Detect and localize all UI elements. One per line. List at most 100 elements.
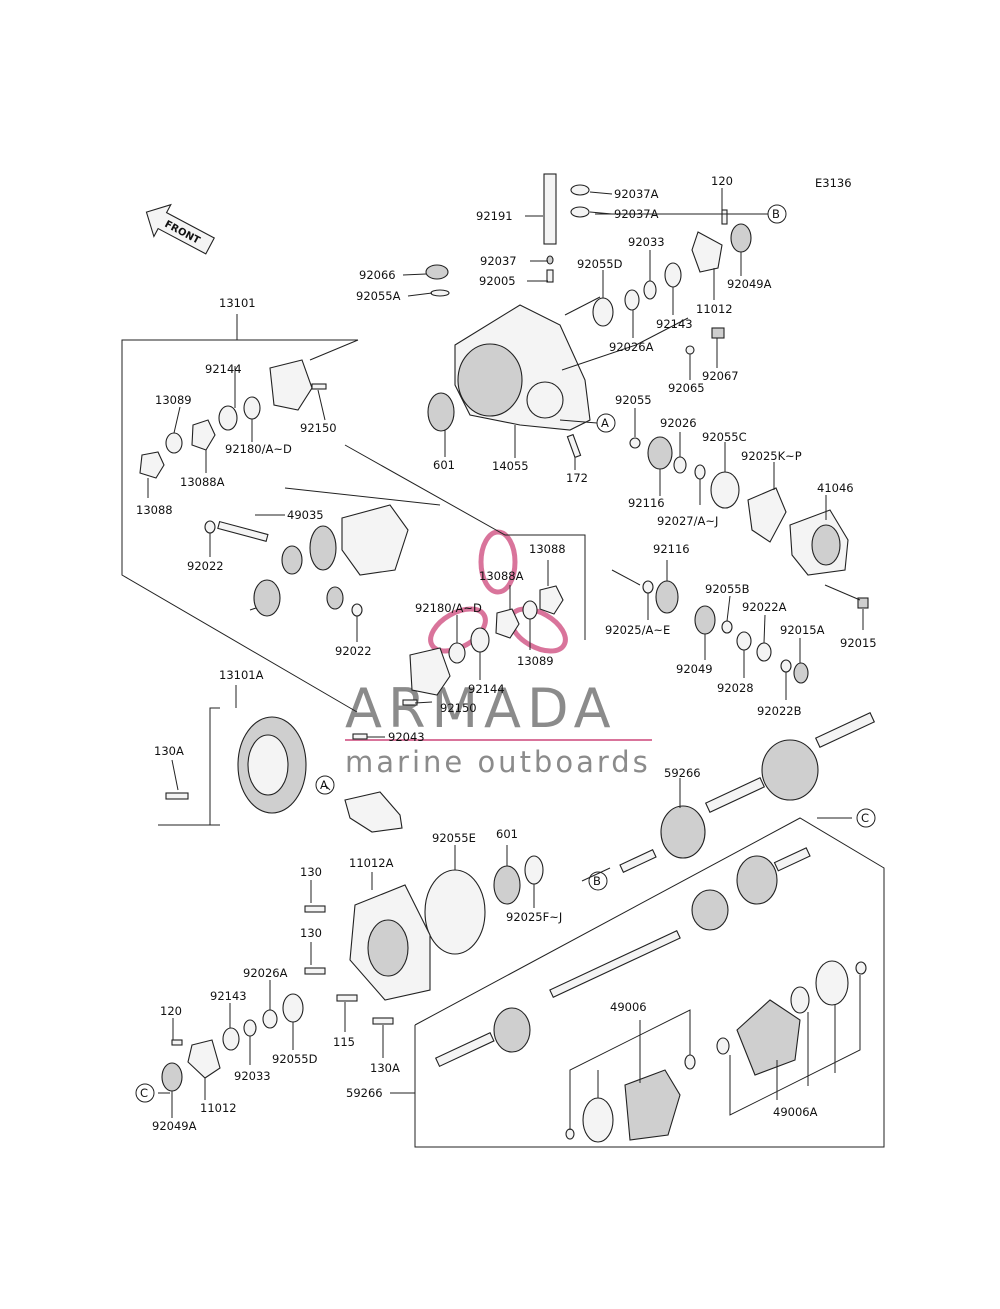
part-label: 92037A [614,207,659,221]
housing-11012-bot [187,1039,221,1079]
part-label: 92055D [272,1052,318,1066]
svg-text:A: A [601,416,609,430]
seal-92049a-bot [161,1062,183,1092]
nut-92015a [793,662,809,684]
oring-92055c [710,471,740,509]
part-label: 13101A [219,668,264,682]
bolt-120-bot [171,1039,183,1046]
part-label: 92022 [335,644,372,658]
shim-92033-bot [243,1019,257,1037]
part-label: 13088A [180,475,225,489]
bolt-92150-top [311,383,327,390]
part-label: 92027/A~J [657,514,718,528]
boot-49006 [565,1054,696,1143]
callout-c-bot: C [135,1083,155,1103]
oring-92055d-top [592,297,614,327]
part-label: 92025K~P [741,449,802,463]
clamp-92037a-1 [570,184,590,196]
plate-13088-mid [539,585,564,615]
part-label: 92067 [702,369,739,383]
plug-92067 [711,327,725,339]
washer-13089-top [165,432,183,454]
washer-92022b [780,659,792,673]
part-label: 120 [711,174,733,188]
part-label: 13089 [155,393,192,407]
bearing-92116-b [655,580,679,614]
callout-b-mid: B [588,871,608,891]
case-14055 [454,304,591,431]
part-labels: 92037A 92037A 92191 92037 92005 92066 92… [136,174,877,1133]
part-label: 120 [160,1004,182,1018]
part-label: 172 [566,471,588,485]
spacer-92144-mid [470,627,490,653]
oring-92025ae [642,580,654,594]
oring-92055a [430,289,450,297]
part-label: 92026 [660,416,697,430]
callout-a-top: A [596,413,616,433]
part-label: 130 [300,926,322,940]
flange-13101 [269,359,313,411]
part-label: 92144 [468,682,505,696]
part-label: 92066 [359,268,396,282]
plate-13088-top [139,451,165,479]
part-label: 49006A [773,1105,818,1119]
part-label: 92025/A~E [605,623,670,637]
bolt-130-a [304,905,326,913]
part-label: 92055A [356,289,401,303]
bearing-92116-a [647,436,673,470]
part-label: 92116 [628,496,665,510]
oring-92055e [424,869,486,955]
part-label: 92026A [243,966,288,980]
washer-92180-mid [448,642,466,664]
part-label: 92055C [702,430,747,444]
part-label: 92143 [210,989,247,1003]
front-arrow-icon: FRONT [145,203,215,255]
assembly-outline-59266 [390,817,885,1148]
washer-92022-b [351,603,363,617]
driveshaft-59266-top [619,712,876,873]
assembly-outline-13101a [158,685,237,826]
bolt-115 [336,994,358,1002]
bolt-130-b [304,967,326,975]
part-label: 92022B [757,704,802,718]
gear-side-2 [253,579,281,617]
part-label: 92150 [300,421,337,435]
svg-text:C: C [140,1086,148,1100]
gear-pinion-2 [326,586,344,610]
washer-13089-mid [522,600,538,620]
flange-13101-mid [409,647,451,696]
part-label: 92049 [676,662,713,676]
callout-a-mid: A [315,775,335,795]
svg-text:C: C [861,811,869,825]
circlip-92022a [756,642,772,662]
clamp-92037a-2 [570,206,590,218]
part-label: 41046 [817,481,854,495]
part-label: 130A [154,744,184,758]
pin-92043 [352,733,368,740]
cap-92066 [425,264,449,280]
part-label: 92049A [727,277,772,291]
ring-92026a-top [624,289,640,311]
part-label: 13088 [529,542,566,556]
part-label: 92180/A~D [415,601,482,615]
part-label: 13088 [136,503,173,517]
part-label: 92015 [840,636,877,650]
circlip-92143-bot [222,1027,240,1051]
housing-11012-top [691,231,723,273]
part-label: 601 [496,827,518,841]
part-label: 14055 [492,459,529,473]
circlip-92026 [673,456,687,474]
part-label: 13089 [517,654,554,668]
seal-601-mid [493,865,521,905]
part-label: 92191 [476,209,513,223]
boot-49006a [716,960,867,1076]
part-label: 130A [370,1061,400,1075]
part-label: 130 [300,865,322,879]
callout-c-top: C [856,808,876,828]
oring-92055b [721,620,733,634]
part-label: 92033 [234,1069,271,1083]
part-label: 92150 [440,701,477,715]
part-label: 92015A [780,623,825,637]
pinion-shaft-a [344,791,403,833]
